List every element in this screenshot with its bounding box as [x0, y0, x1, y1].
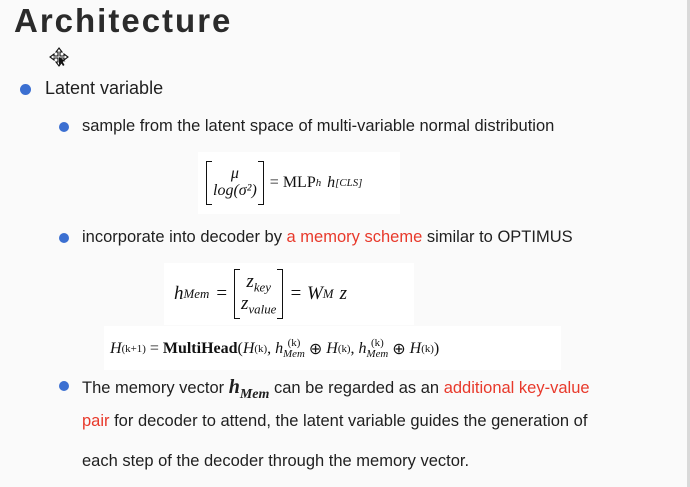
slide-edge [687, 0, 690, 487]
memory-line2: for decoder to attend, the latent variab… [109, 412, 588, 430]
memory-scheme-highlight: a memory scheme [286, 228, 423, 246]
eq1-h-sub: [CLS] [335, 177, 363, 189]
bullet-memory-vector [59, 381, 69, 391]
eq3-close: ) [433, 340, 440, 357]
eq3-sup-k1: (k+1) [121, 343, 146, 355]
bullet-latent [20, 84, 31, 95]
equation-multihead: H(k+1) = MultiHead ( H(k) , h(k)Mem ⊕ H(… [104, 326, 561, 370]
eq2-z: z [339, 283, 347, 304]
bullet-sample [59, 122, 69, 132]
eq3-H-3: H [409, 340, 422, 357]
pair-highlight: pair [82, 412, 110, 430]
eq2-h: h [174, 283, 184, 304]
incorporate-text: incorporate into decoder by a memory sch… [82, 228, 573, 247]
eq3-h-sup-2: (k) [371, 337, 384, 350]
inline-h: h [228, 376, 240, 398]
eq3-H: H [110, 340, 122, 357]
eq3-oplus-2: ⊕ [388, 341, 410, 358]
eq3-comma-2: , [350, 340, 359, 357]
eq3-h-sub-1: Mem [283, 348, 305, 360]
inline-h-sub: Mem [239, 386, 270, 402]
memory-vector-text-line3: each step of the decoder through the mem… [82, 452, 470, 470]
eq1-h: h [327, 174, 336, 191]
eq3-h-sup-1: (k) [287, 337, 301, 350]
eq2-value-sub: value [248, 301, 277, 317]
slide-title: Architecture [14, 2, 233, 39]
bullet-incorporate [59, 233, 69, 243]
incorporate-post: similar to OPTIMUS [422, 228, 573, 246]
eq3-sup-k-2: (k) [337, 343, 351, 355]
eq1-mlp: = MLP [269, 174, 316, 191]
eq2-w: = W [289, 283, 323, 304]
eq1-mlp-sub: h [315, 177, 322, 189]
eq2-w-sub: M [322, 286, 334, 301]
eq3-h-sub-2: Mem [366, 348, 389, 360]
memory-post: can be regarded as an [269, 379, 444, 397]
eq3-H-2: H [326, 340, 338, 357]
memory-pre: The memory vector [82, 379, 229, 397]
eq3-h-1: h [275, 340, 284, 357]
additional-key-value-highlight: additional key-value [443, 379, 590, 397]
eq2-key-sub: key [253, 279, 271, 295]
eq3-open: ( [237, 340, 243, 357]
eq2-z-key: z [246, 270, 254, 292]
eq3-equals: = [145, 340, 163, 357]
eq2-z-value: z [241, 293, 249, 314]
eq1-mu: μ [230, 165, 239, 183]
eq3-H-1: H [242, 340, 255, 357]
eq3-sup-k-3: (k) [421, 343, 434, 355]
eq1-log-sigma: log(σ²) [213, 182, 257, 199]
sample-text: sample from the latent space of multi-va… [82, 117, 555, 135]
latent-variable-text: Latent variable [45, 78, 164, 98]
eq2-equals: = [216, 283, 228, 304]
eq3-sup-k-1: (k) [254, 343, 268, 355]
eq3-comma-1: , [267, 340, 276, 357]
eq3-oplus-1: ⊕ [304, 341, 327, 358]
eq3-multihead: MultiHead [162, 340, 238, 357]
eq2-h-sub: Mem [183, 286, 210, 301]
eq3-h-2: h [358, 340, 367, 357]
memory-vector-text-line2: pair for decoder to attend, the latent v… [82, 412, 587, 431]
memory-vector-text-line1: The memory vector hMem can be regarded a… [82, 376, 590, 403]
incorporate-pre: incorporate into decoder by [82, 228, 287, 246]
move-cursor-icon [49, 47, 69, 67]
